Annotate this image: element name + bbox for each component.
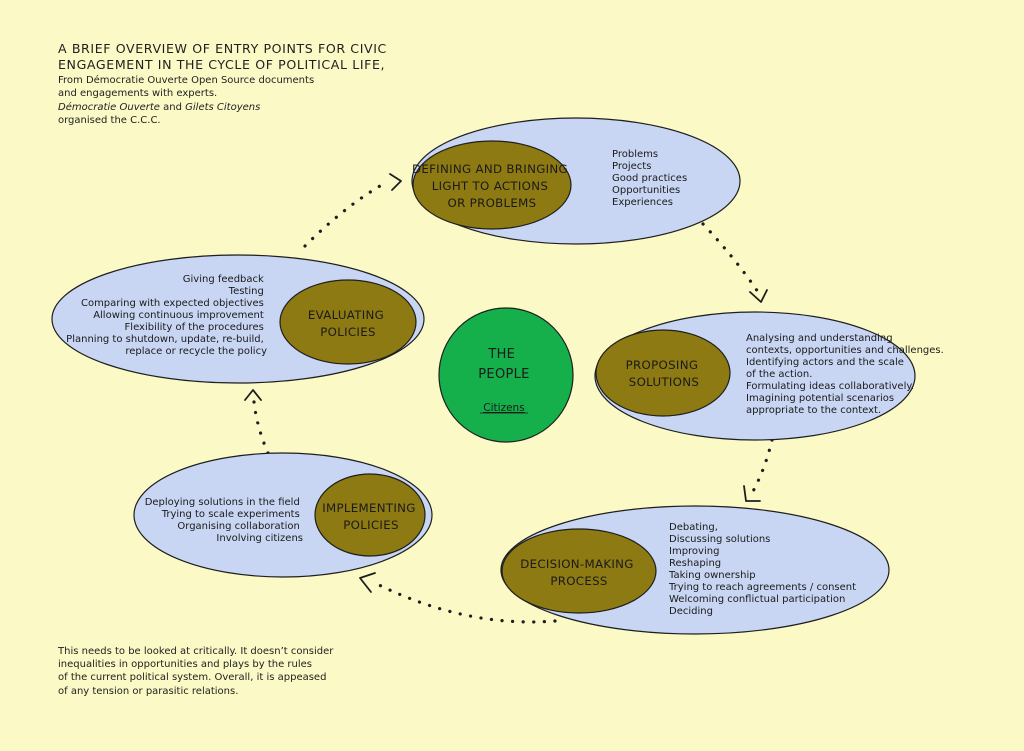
decision-item: Debating, [669,522,718,533]
implementing-item: Trying to scale experiments [161,509,300,520]
org-democratie-ouverte: Démocratie Ouverte [58,101,160,113]
defining-item: Problems [612,149,658,160]
defining-inner-ellipse [412,140,572,230]
evaluating-item: Comparing with expected objectives [81,298,264,309]
defining-item: Good practices [612,173,687,184]
connector-implementing-to-evaluating [252,400,270,455]
arrowhead-proposing [749,289,768,303]
implementing-title-line-2: POLICIES [343,518,399,532]
decision-items: Debating, Discussing solutions Improving… [668,522,859,617]
stage-decision: DECISION-MAKING PROCESS Debating, Discus… [500,505,890,635]
evaluating-title-line-1: EVALUATING [308,308,384,322]
evaluating-item: Testing [228,286,264,297]
proposing-item: of the action. [746,369,812,380]
arrowhead-evaluating [244,389,262,401]
footnote-line: of the current political system. Overall… [58,672,327,684]
title-line-2: ENGAGEMENT IN THE CYCLE OF POLITICAL LIF… [58,57,386,72]
diagram-title: A BRIEF OVERVIEW OF ENTRY POINTS FOR CIV… [58,41,387,73]
evaluating-item: Flexibility of the procedures [125,322,264,333]
proposing-item: Analysing and understanding [746,333,893,344]
evaluating-title: EVALUATING POLICIES [308,308,388,339]
connector-proposing-to-decision [749,438,774,497]
decision-item: Improving [669,546,719,557]
defining-title-line-1: DEFINING AND BRINGING [412,162,568,176]
footnote-line: inequalities in opportunities and plays … [58,659,313,671]
and-word: and [163,101,182,113]
evaluating-item: Allowing continuous improvement [93,310,264,321]
critical-footnote: This needs to be looked at critically. I… [58,645,333,698]
defining-title-line-2: LIGHT TO ACTIONS [432,179,548,193]
people-title-line-2: PEOPLE [478,367,529,382]
decision-item: Discussing solutions [669,534,770,545]
decision-item: Welcoming conflictual participation [669,594,845,605]
citizens-link[interactable]: Citizens [483,402,524,414]
source-line-2: and engagements with experts. [58,88,218,100]
proposing-inner-ellipse [595,329,731,417]
source-line-3: Démocratie Ouverte and Gilets Citoyens [58,101,314,114]
defining-title-line-3: OR PROBLEMS [448,196,537,210]
stage-implementing: IMPLEMENTING POLICIES Deploying solution… [133,452,433,578]
proposing-items: Analysing and understanding contexts, op… [746,333,947,416]
decision-title-line-2: PROCESS [550,574,607,588]
stage-evaluating: EVALUATING POLICIES Giving feedback Test… [51,254,425,384]
stage-proposing: PROPOSING SOLUTIONS Analysing and unders… [594,311,947,441]
proposing-item: appropriate to the context. [746,405,881,416]
people-title: THE PEOPLE [478,347,529,382]
evaluating-item: Giving feedback [183,274,264,285]
connector-defining-to-proposing [701,222,760,294]
proposing-item: Imagining potential scenarios [746,393,894,404]
people-circle [438,307,574,443]
connector-evaluating-to-defining [303,181,387,248]
org-gilets-citoyens: Gilets Citoyens [185,101,261,113]
proposing-title-line-2: SOLUTIONS [629,375,699,389]
proposing-title-line-1: PROPOSING [626,358,699,372]
source-credit: From Démocratie Ouverte Open Source docu… [58,74,314,127]
decision-title-line-1: DECISION-MAKING [520,557,634,571]
proposing-item: Identifying actors and the scale [746,357,904,368]
defining-item: Projects [612,161,651,172]
connector-decision-to-implementing [373,581,557,624]
decision-item: Deciding [669,606,713,617]
evaluating-title-line-2: POLICIES [320,325,376,339]
people-node: THE PEOPLE Citizens [438,307,574,443]
implementing-inner-ellipse [314,473,426,557]
source-line-1: From Démocratie Ouverte Open Source docu… [58,75,315,86]
evaluating-items: Giving feedback Testing Comparing with e… [66,274,267,357]
stage-defining: DEFINING AND BRINGING LIGHT TO ACTIONS O… [411,117,741,245]
decision-title: DECISION-MAKING PROCESS [520,557,638,588]
defining-items: Problems Projects Good practices Opportu… [612,149,690,208]
decision-item: Reshaping [669,558,721,569]
evaluating-inner-ellipse [279,279,417,365]
title-line-1: A BRIEF OVERVIEW OF ENTRY POINTS FOR CIV… [58,41,387,56]
footnote-line: This needs to be looked at critically. I… [58,646,334,657]
decision-item: Trying to reach agreements / consent [668,582,856,593]
footnote-line: of any tension or parasitic relations. [58,685,239,697]
decision-item: Taking ownership [668,570,756,581]
arrowhead-defining [389,173,402,191]
evaluating-item: Planning to shutdown, update, re-build, [66,334,264,345]
proposing-title: PROPOSING SOLUTIONS [626,358,703,389]
implementing-title: IMPLEMENTING POLICIES [322,501,420,532]
defining-item: Opportunities [612,185,680,196]
arrowhead-decision [743,485,761,502]
proposing-item: contexts, opportunities and challenges. [746,345,944,356]
proposing-item: Formulating ideas collaboratively. [746,381,914,392]
defining-item: Experiences [612,197,673,208]
evaluating-item: replace or recycle the policy [125,346,267,357]
people-title-line-1: THE [487,347,515,362]
implementing-items: Deploying solutions in the field Trying … [145,497,303,544]
decision-inner-ellipse [501,528,657,614]
source-line-4: organised the C.C.C. [58,114,161,126]
implementing-item: Involving citizens [216,533,303,544]
arrowhead-implementing [359,572,376,593]
implementing-title-line-1: IMPLEMENTING [322,501,416,515]
implementing-item: Deploying solutions in the field [145,497,300,508]
defining-title: DEFINING AND BRINGING LIGHT TO ACTIONS O… [412,162,572,210]
implementing-item: Organising collaboration [177,521,299,532]
